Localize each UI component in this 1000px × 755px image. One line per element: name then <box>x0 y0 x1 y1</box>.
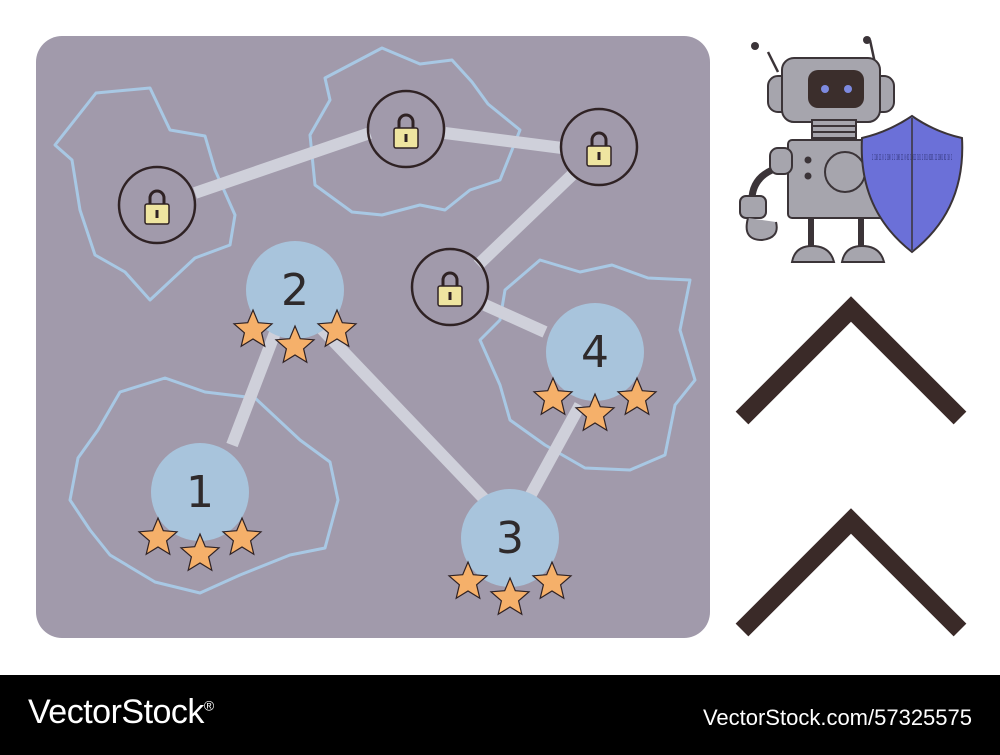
region-outline <box>308 46 522 217</box>
star-icon <box>574 392 616 432</box>
star-icon <box>531 560 573 600</box>
level-node-locked-c[interactable] <box>559 107 639 187</box>
star-rating <box>137 516 263 572</box>
padlock-icon <box>437 271 463 307</box>
chevron-up-icon <box>735 296 967 425</box>
padlock-icon <box>144 189 170 225</box>
star-icon <box>489 576 531 616</box>
path-link <box>482 299 548 338</box>
star-icon <box>232 308 274 348</box>
locked-node-ring <box>366 89 446 169</box>
path-link <box>193 127 372 199</box>
robot-with-shield-icon: 1 110 11 0 1 100 1 1 100 11 0 01 1 011 1… <box>739 36 964 263</box>
star-icon <box>179 532 221 572</box>
locked-node-ring <box>410 247 490 327</box>
star-icon <box>316 308 358 348</box>
brand-name: VectorStock <box>28 693 204 731</box>
level-circle <box>461 489 559 587</box>
path-link <box>226 322 284 448</box>
region-outline <box>478 258 697 472</box>
padlock-icon <box>393 113 419 149</box>
level-node-locked-a[interactable] <box>117 165 197 245</box>
level-number: 3 <box>496 513 524 564</box>
level-node-1[interactable]: 1 <box>137 443 263 572</box>
path-link <box>313 320 495 510</box>
padlock-icon <box>586 131 612 167</box>
footer-bar: VectorStock® VectorStock.com/57325575 <box>0 675 1000 755</box>
locked-node-ring <box>117 165 197 245</box>
path-link <box>444 127 563 154</box>
level-number: 1 <box>186 467 214 518</box>
brand-logo[interactable]: VectorStock® <box>28 693 214 732</box>
locked-node-ring <box>559 107 639 187</box>
star-icon <box>221 516 263 556</box>
level-number: 4 <box>581 327 609 378</box>
path-link <box>473 170 577 270</box>
level-circle <box>546 303 644 401</box>
star-icon <box>274 324 316 364</box>
star-icon <box>137 516 179 556</box>
scroll-up-lower-button[interactable] <box>735 508 967 637</box>
level-number: 2 <box>281 265 309 316</box>
star-rating <box>232 308 358 364</box>
level-node-2[interactable]: 2 <box>232 241 358 364</box>
level-node-3[interactable]: 3 <box>447 489 573 616</box>
star-rating <box>532 376 658 432</box>
game-canvas: 2 4 1 3 <box>36 36 967 638</box>
image-credit: VectorStock.com/57325575 <box>702 705 972 730</box>
region-outline <box>53 86 237 302</box>
brand-mark: ® <box>203 697 214 714</box>
path-link <box>522 402 586 503</box>
star-icon <box>616 376 658 416</box>
level-circle <box>151 443 249 541</box>
level-node-locked-b[interactable] <box>366 89 446 169</box>
level-node-4[interactable]: 4 <box>532 303 658 432</box>
chevron-up-icon <box>735 508 967 637</box>
star-icon <box>532 376 574 416</box>
star-rating <box>447 560 573 616</box>
level-node-locked-d[interactable] <box>410 247 490 327</box>
shield-code: 1 110 11 0 1 100 1 1 100 11 0 01 1 011 1… <box>872 153 952 162</box>
star-icon <box>447 560 489 600</box>
level-circle <box>246 241 344 339</box>
scroll-up-upper-button[interactable] <box>735 296 967 425</box>
